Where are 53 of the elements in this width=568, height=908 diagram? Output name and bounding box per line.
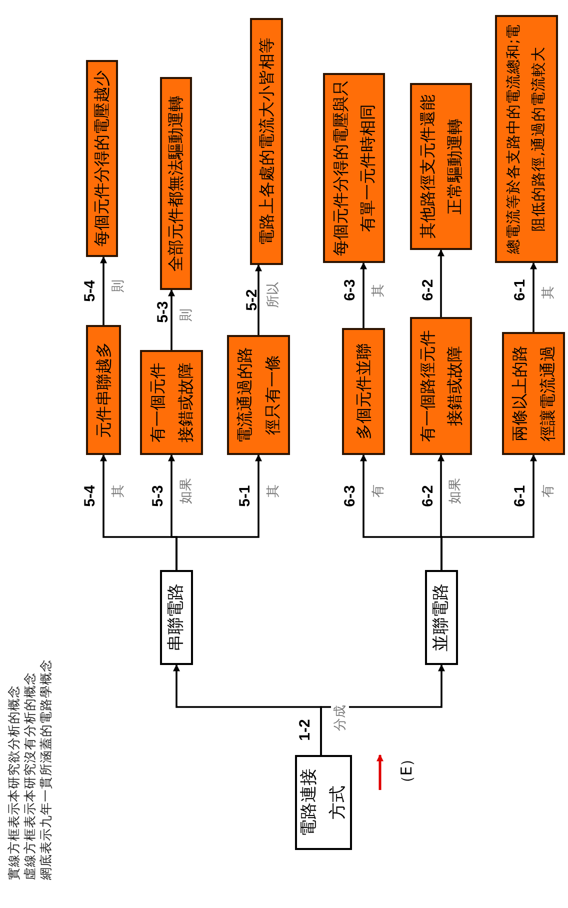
concept-box: 並聯電路 [425,570,458,665]
edge-label: 所以 [264,281,282,309]
note-text: 實線方框表示本研究欲分析的概念 [6,685,22,880]
arrow [530,262,537,332]
direction-label: （E） [398,751,416,791]
arrow [438,249,444,317]
step-number: 6-3 [342,279,358,301]
edge-label: 其 [538,285,556,300]
arrow [320,664,445,755]
step-number: 5-3 [150,485,166,507]
step-number: 5-4 [82,485,98,507]
highlighted-concept-box: 每個元件分得的電壓越少 [86,60,118,257]
step-number: 5-4 [82,280,98,302]
concept-box: 電路連接方式 [295,755,352,850]
highlighted-concept-box: 有一個元件接錯或故障 [140,350,203,455]
edge-label: 如果 [446,477,464,505]
edge-label: 有 [368,484,386,498]
edge-label: 其 [108,484,126,498]
highlighted-concept-box: 多個元件並聯 [342,328,385,455]
edge-label: 則 [176,308,194,322]
highlighted-concept-box: 電流通過的路徑只有一條 [227,335,290,455]
highlighted-concept-box: 有一個路徑元件接錯或故障 [410,317,472,455]
step-number: 1-2 [296,719,314,741]
edge-label: 其 [264,484,282,498]
step-number: 5-2 [244,289,260,311]
arrow [440,454,537,570]
step-number: 6-2 [420,485,436,507]
edge-label: 有 [538,484,556,498]
arrow [255,264,262,335]
arrow [168,289,175,350]
highlighted-concept-box: 每個元件分得的電壓與只有單一元件時相同 [323,73,385,263]
highlighted-concept-box: 全部元件都無法驅動運轉 [160,77,192,290]
highlighted-concept-box: 兩條以上的路徑讓電流通過 [502,332,565,455]
step-number: 6-2 [420,279,436,301]
arrow [360,262,367,328]
step-number: 6-1 [512,485,528,507]
step-number: 6-3 [342,485,358,507]
highlighted-concept-box: 元件串聯越多 [86,325,121,455]
step-number: 6-1 [512,279,528,301]
step-number: 5-1 [236,485,254,507]
highlighted-concept-box: 總電流等於各支路中的電流總和;電阻低的路徑,通過的電流較大 [495,15,558,263]
edge-label: 分成 [331,704,349,732]
note-text: 虛線方框表示本研究沒有分析的概念 [22,672,38,880]
concept-box: 串聯電路 [160,570,193,665]
highlighted-concept-box: 其他路徑支元件還能正常驅動運轉 [410,83,472,250]
step-number: 5-3 [154,301,172,323]
note-text: 網底表示九年一貫所涵蓋的電路學概念 [38,659,54,880]
arrow [100,256,107,325]
edge-label: 如果 [176,477,194,505]
arrow [176,454,262,570]
highlighted-concept-box: 電路上各處的電流大小皆相等 [250,18,283,265]
edge-label: 其 [368,283,386,298]
edge-label: 則 [108,278,126,294]
